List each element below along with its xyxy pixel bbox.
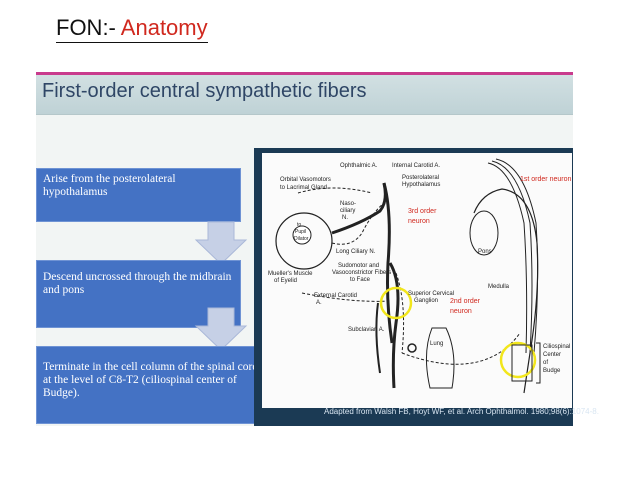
label-second-order-neuron: neuron (450, 308, 472, 315)
label-ciliary: ciliary (340, 208, 355, 214)
budge-bracket (536, 342, 541, 384)
pupil-circle (292, 225, 312, 245)
label-to: to (297, 222, 301, 228)
label-ganglion: Ganglion (414, 298, 438, 304)
internal-carotid-artery (382, 182, 394, 344)
label-external-carotid: External Carotid (314, 293, 357, 299)
heading-topic: Anatomy (120, 15, 208, 40)
banner-accent-bar (36, 72, 573, 75)
down-arrow-icon (194, 307, 248, 351)
pons-outline (469, 210, 499, 256)
label-vasoconstrictor: Vasoconstrictor Fibers (332, 270, 391, 276)
label-second-order: 2nd order (450, 298, 481, 305)
label-internal-carotid: Internal Carotid A. (392, 163, 440, 169)
subclavian-loop (407, 343, 417, 353)
label-superior-cervical: Superior Cervical (408, 291, 454, 297)
label-pons: Pons (478, 249, 492, 255)
eye-outline (275, 212, 333, 270)
label-posterolateral: Posterolateral (402, 175, 439, 181)
spinal-segment (511, 344, 533, 382)
label-hypothalamus: Hypothalamus (402, 182, 440, 188)
label-lung: Lung (430, 341, 443, 347)
label-dilator: Dilator (294, 236, 309, 242)
slide-banner: First-order central sympathetic fibers (36, 72, 573, 115)
second-order-neuron-path (401, 332, 521, 365)
page-heading: FON:- Anatomy (56, 16, 208, 43)
orbital-vasomotor-fibers (297, 187, 373, 194)
first-order-fiber-2 (491, 160, 533, 354)
label-sudomotor: Sudomotor and (338, 263, 379, 269)
label-ciliospinal: Ciliospinal (543, 344, 570, 350)
flow-box-course: Descend uncrossed through the midbrain a… (36, 260, 241, 328)
label-medulla: Medulla (488, 284, 510, 290)
first-order-fiber-1 (487, 162, 528, 354)
flow-box-origin: Arise from the posterolateral hypothalam… (36, 168, 241, 222)
label-ophthalmic: Ophthalmic A. (340, 163, 378, 169)
figure-citation: Adapted from Walsh FB, Hoyt WF, et al. A… (324, 407, 599, 416)
sympathetic-pathway-figure: Ophthalmic A. Internal Carotid A. Orbita… (254, 148, 599, 426)
ciliospinal-center-highlight (499, 341, 537, 379)
carotid-artery (388, 262, 400, 389)
label-center: Center (543, 352, 561, 358)
label-lacrimal: to Lacrimal Gland (280, 185, 327, 191)
third-order-neuron-path (395, 272, 405, 354)
lung-outline (426, 327, 455, 389)
label-budge: Budge (543, 368, 561, 374)
label-naso: Naso- (340, 201, 356, 207)
label-of-eyelid: of Eyelid (274, 278, 297, 284)
label-long-ciliary: Long Ciliary N. (336, 249, 376, 255)
superior-cervical-ganglion-highlight (379, 286, 413, 320)
slide-title: First-order central sympathetic fibers (42, 80, 367, 102)
diagram-panel: Ophthalmic A. Internal Carotid A. Orbita… (262, 153, 572, 408)
down-arrow-icon (194, 221, 248, 265)
label-to-face: to Face (350, 277, 371, 283)
label-muellers: Mueller's Muscle (268, 271, 313, 277)
label-pupil: Pupil (295, 229, 306, 235)
label-of: of (543, 360, 548, 366)
long-ciliary-fibers (331, 202, 385, 245)
label-n: N. (342, 215, 348, 221)
label-external-carotid-a: A. (316, 300, 322, 306)
label-subclavian: Subclavian A. (348, 327, 385, 333)
brainstem-outline (473, 188, 539, 394)
label-third-order: 3rd order (408, 208, 437, 215)
slide-image: First-order central sympathetic fibers A… (36, 72, 599, 426)
heading-prefix: FON:- (56, 15, 116, 40)
label-third-order-neuron: neuron (408, 218, 430, 225)
pathway-diagram: Ophthalmic A. Internal Carotid A. Orbita… (268, 158, 571, 394)
external-carotid-artery (375, 302, 381, 374)
first-order-fiber-3 (495, 158, 539, 354)
flow-box-termination: Terminate in the cell column of the spin… (36, 346, 270, 424)
label-orbital-vasomotors: Orbital Vasomotors (280, 177, 331, 183)
label-first-order: 1st order neuron (520, 176, 571, 183)
